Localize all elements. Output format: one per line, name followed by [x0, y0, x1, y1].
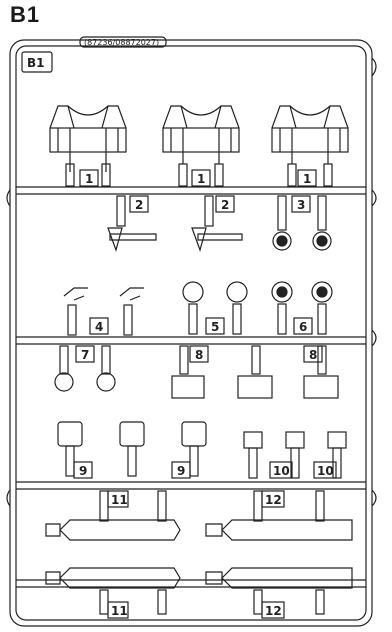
- frame-notch: [371, 57, 377, 507]
- runners: [16, 186, 366, 588]
- part-number-box: [269, 461, 293, 479]
- part-number-box: [297, 169, 317, 187]
- stand-part: [271, 105, 349, 187]
- frame-notch: [6, 189, 11, 507]
- part-number-box: [79, 169, 99, 187]
- part-number-box: [107, 490, 129, 508]
- stand-part: [49, 105, 127, 187]
- part-number: 1: [197, 172, 205, 186]
- part-number: 10: [317, 464, 334, 478]
- part-number: 9: [177, 464, 185, 478]
- clamp-part: [107, 195, 157, 252]
- hook-part: [54, 345, 116, 392]
- part-number: 7: [81, 348, 89, 362]
- small-cup-part: [243, 431, 347, 479]
- part-number-box: [313, 461, 337, 479]
- part-number-box: [171, 461, 191, 479]
- sprue-frame-outer: [9, 39, 373, 627]
- part-number: 6: [299, 320, 307, 334]
- part-labels: 1 1 1 2 2 3 4 5 6 7 8 8 9 9 10 10 11: [73, 169, 337, 619]
- part-number-box: [73, 461, 93, 479]
- part-number-box: [215, 195, 235, 213]
- sprue-frame-inner: [15, 45, 367, 621]
- part-number: 3: [297, 198, 305, 212]
- part-number: 11: [111, 493, 128, 507]
- part-number: 1: [303, 172, 311, 186]
- part-code: (87236/08872027): [84, 38, 159, 47]
- disc-part: [271, 281, 333, 335]
- part-number-box: [75, 345, 95, 363]
- part-number-box: [129, 195, 149, 213]
- sheet-title: B1: [10, 2, 41, 27]
- frame-label-box: [21, 51, 53, 73]
- clamp-part: [191, 195, 243, 252]
- bomb-part: [45, 490, 181, 541]
- bomb-part: [205, 567, 353, 615]
- part-number: 1: [85, 172, 93, 186]
- ring-part: [182, 281, 248, 335]
- part-number-box: [303, 345, 323, 363]
- part-number: 2: [221, 198, 229, 212]
- part-number: 12: [265, 493, 282, 507]
- part-number-box: [261, 490, 285, 508]
- part-number-box: [107, 601, 129, 619]
- part-number: 9: [79, 464, 87, 478]
- part-number-box: [261, 601, 285, 619]
- part-number: 8: [195, 348, 203, 362]
- part-number: 12: [265, 604, 282, 618]
- part-number-box: [89, 317, 109, 335]
- part-number: 10: [273, 464, 290, 478]
- lever-part: [63, 287, 144, 336]
- cup-part: [57, 421, 207, 477]
- part-number-box: [205, 317, 225, 335]
- frame-label: B1: [27, 56, 45, 70]
- part-number-box: [191, 169, 211, 187]
- part-code-box: [79, 36, 167, 48]
- part-number-box: [291, 195, 311, 213]
- part-number: 2: [135, 198, 143, 212]
- part-number: 5: [211, 320, 219, 334]
- part-number: 8: [309, 348, 317, 362]
- stand-part: [162, 105, 240, 187]
- part-number-box: [189, 345, 209, 363]
- wheel-part: [272, 195, 332, 251]
- part-number: 4: [95, 320, 103, 334]
- part-number: 11: [111, 604, 128, 618]
- part-number-box: [293, 317, 313, 335]
